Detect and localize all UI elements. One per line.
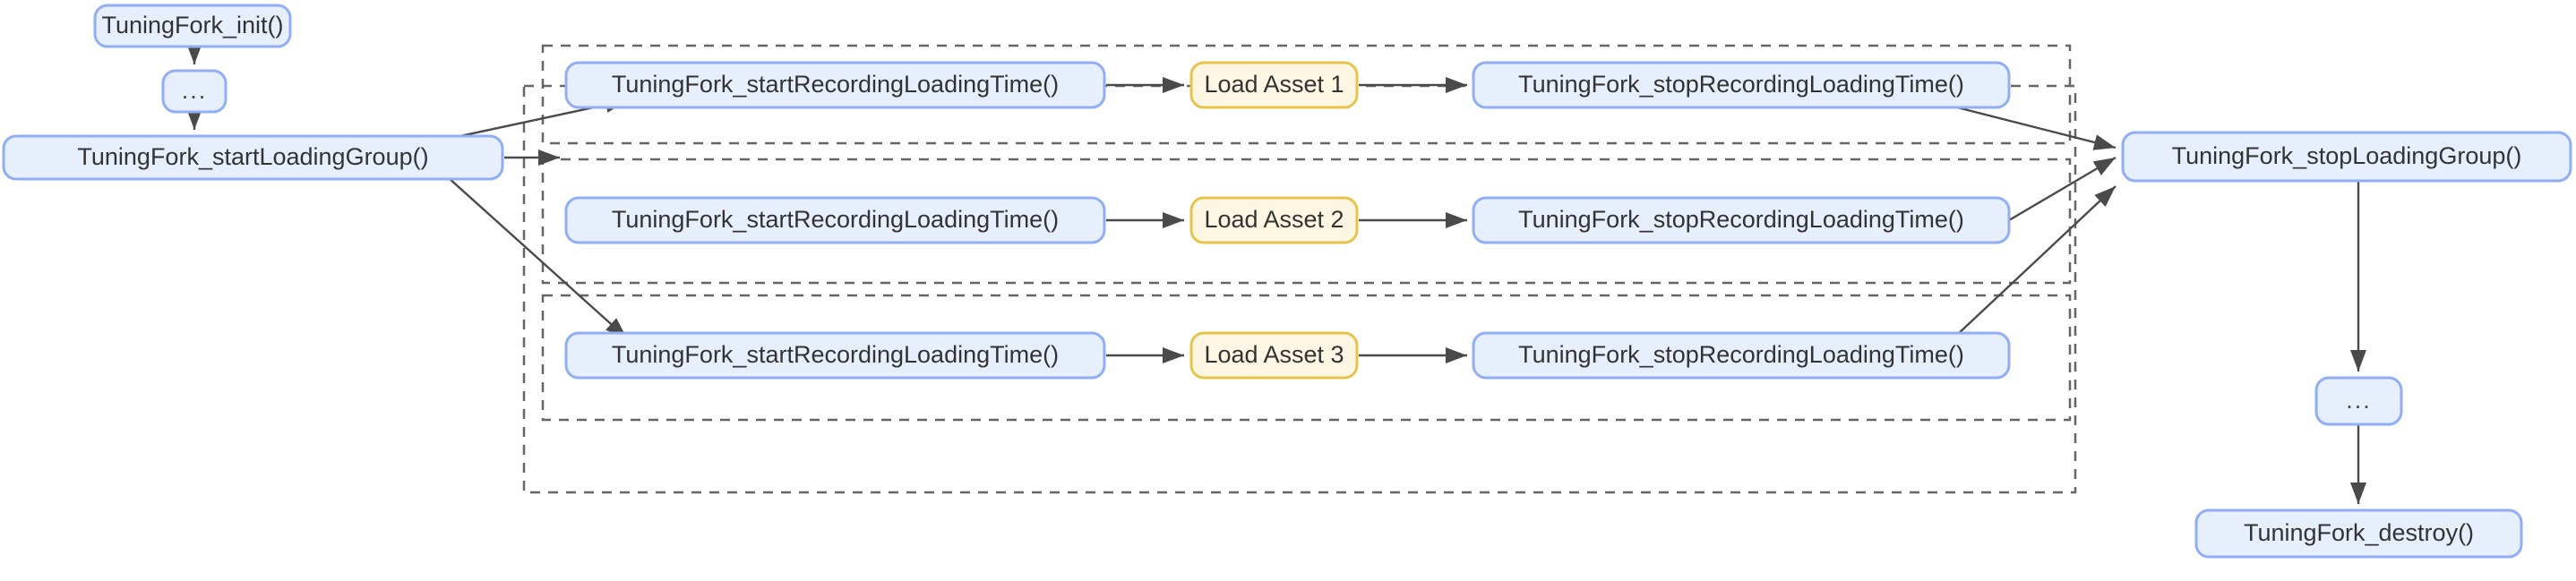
node-stopRec1[interactable]: TuningFork_stopRecordingLoadingTime() bbox=[1472, 61, 2011, 109]
node-stopRec2-box bbox=[1472, 196, 2011, 244]
cluster-row-1 bbox=[541, 44, 2072, 145]
node-stopGroup[interactable]: TuningFork_stopLoadingGroup() bbox=[2121, 131, 2572, 183]
e-stop1-group bbox=[1956, 106, 2117, 150]
e-asset2-stop2-arrowhead bbox=[1446, 212, 1467, 228]
node-init[interactable]: TuningFork_init() bbox=[93, 4, 292, 48]
node-startRec2[interactable]: TuningFork_startRecordingLoadingTime() bbox=[564, 196, 1106, 244]
node-ellipsis1-box bbox=[161, 69, 228, 114]
node-stopRec1-box bbox=[1472, 61, 2011, 109]
e-asset1-stop1-arrowhead bbox=[1446, 77, 1467, 93]
node-startRec3[interactable]: TuningFork_startRecordingLoadingTime() bbox=[564, 331, 1106, 380]
node-startRec1-box bbox=[564, 61, 1106, 109]
cluster-layer bbox=[522, 44, 2077, 494]
e-stop3-group-arrowhead bbox=[2094, 186, 2116, 207]
edge-layer bbox=[186, 43, 2366, 504]
node-stopRec2[interactable]: TuningFork_stopRecordingLoadingTime() bbox=[1472, 196, 2011, 244]
node-destroy-box bbox=[2194, 508, 2523, 559]
e-rec1-asset1-arrowhead bbox=[1163, 77, 1184, 93]
node-startRec2-box bbox=[564, 196, 1106, 244]
node-asset3-box bbox=[1189, 331, 1359, 380]
e-stop2-group-arrowhead bbox=[2092, 158, 2116, 175]
e-rec2-asset2-arrowhead bbox=[1163, 212, 1184, 228]
e-init-ellipsis1-arrowhead bbox=[186, 43, 202, 64]
node-stopGroup-box bbox=[2121, 131, 2572, 183]
e-rec3-asset3-arrowhead bbox=[1163, 347, 1184, 363]
node-stopRec3-box bbox=[1472, 331, 2011, 380]
node-asset1-box bbox=[1189, 61, 1359, 109]
e-start-rec3 bbox=[447, 176, 628, 339]
e-ellipsis1-start-arrowhead bbox=[186, 108, 202, 130]
node-startGroup-box bbox=[2, 134, 504, 181]
node-startGroup[interactable]: TuningFork_startLoadingGroup() bbox=[2, 134, 504, 181]
node-startRec1[interactable]: TuningFork_startRecordingLoadingTime() bbox=[564, 61, 1106, 109]
node-init-box bbox=[93, 4, 292, 48]
e-stop1-group-arrowhead bbox=[2092, 134, 2116, 150]
node-ellipsis2-box bbox=[2314, 376, 2403, 426]
e-asset3-stop3-arrowhead bbox=[1446, 347, 1467, 363]
node-asset1[interactable]: Load Asset 1 bbox=[1189, 61, 1359, 109]
node-asset3[interactable]: Load Asset 3 bbox=[1189, 331, 1359, 380]
node-asset2-box bbox=[1189, 196, 1359, 244]
e-ellipsis2-destroy-arrowhead bbox=[2350, 483, 2366, 504]
e-start-rec2-arrowhead bbox=[538, 150, 560, 166]
node-layer: TuningFork_init()... TuningFork_startLoad… bbox=[2, 4, 2572, 559]
e-stop3-group bbox=[1956, 185, 2117, 336]
node-asset2[interactable]: Load Asset 2 bbox=[1189, 196, 1359, 244]
node-destroy[interactable]: TuningFork_destroy() bbox=[2194, 508, 2523, 559]
node-startRec3-box bbox=[564, 331, 1106, 380]
e-group-ellipsis2-arrowhead bbox=[2350, 350, 2366, 372]
node-ellipsis1[interactable]: ... bbox=[161, 69, 228, 114]
node-stopRec3[interactable]: TuningFork_stopRecordingLoadingTime() bbox=[1472, 331, 2011, 380]
cluster-outer bbox=[522, 84, 2077, 494]
node-ellipsis2[interactable]: ... bbox=[2314, 376, 2403, 426]
